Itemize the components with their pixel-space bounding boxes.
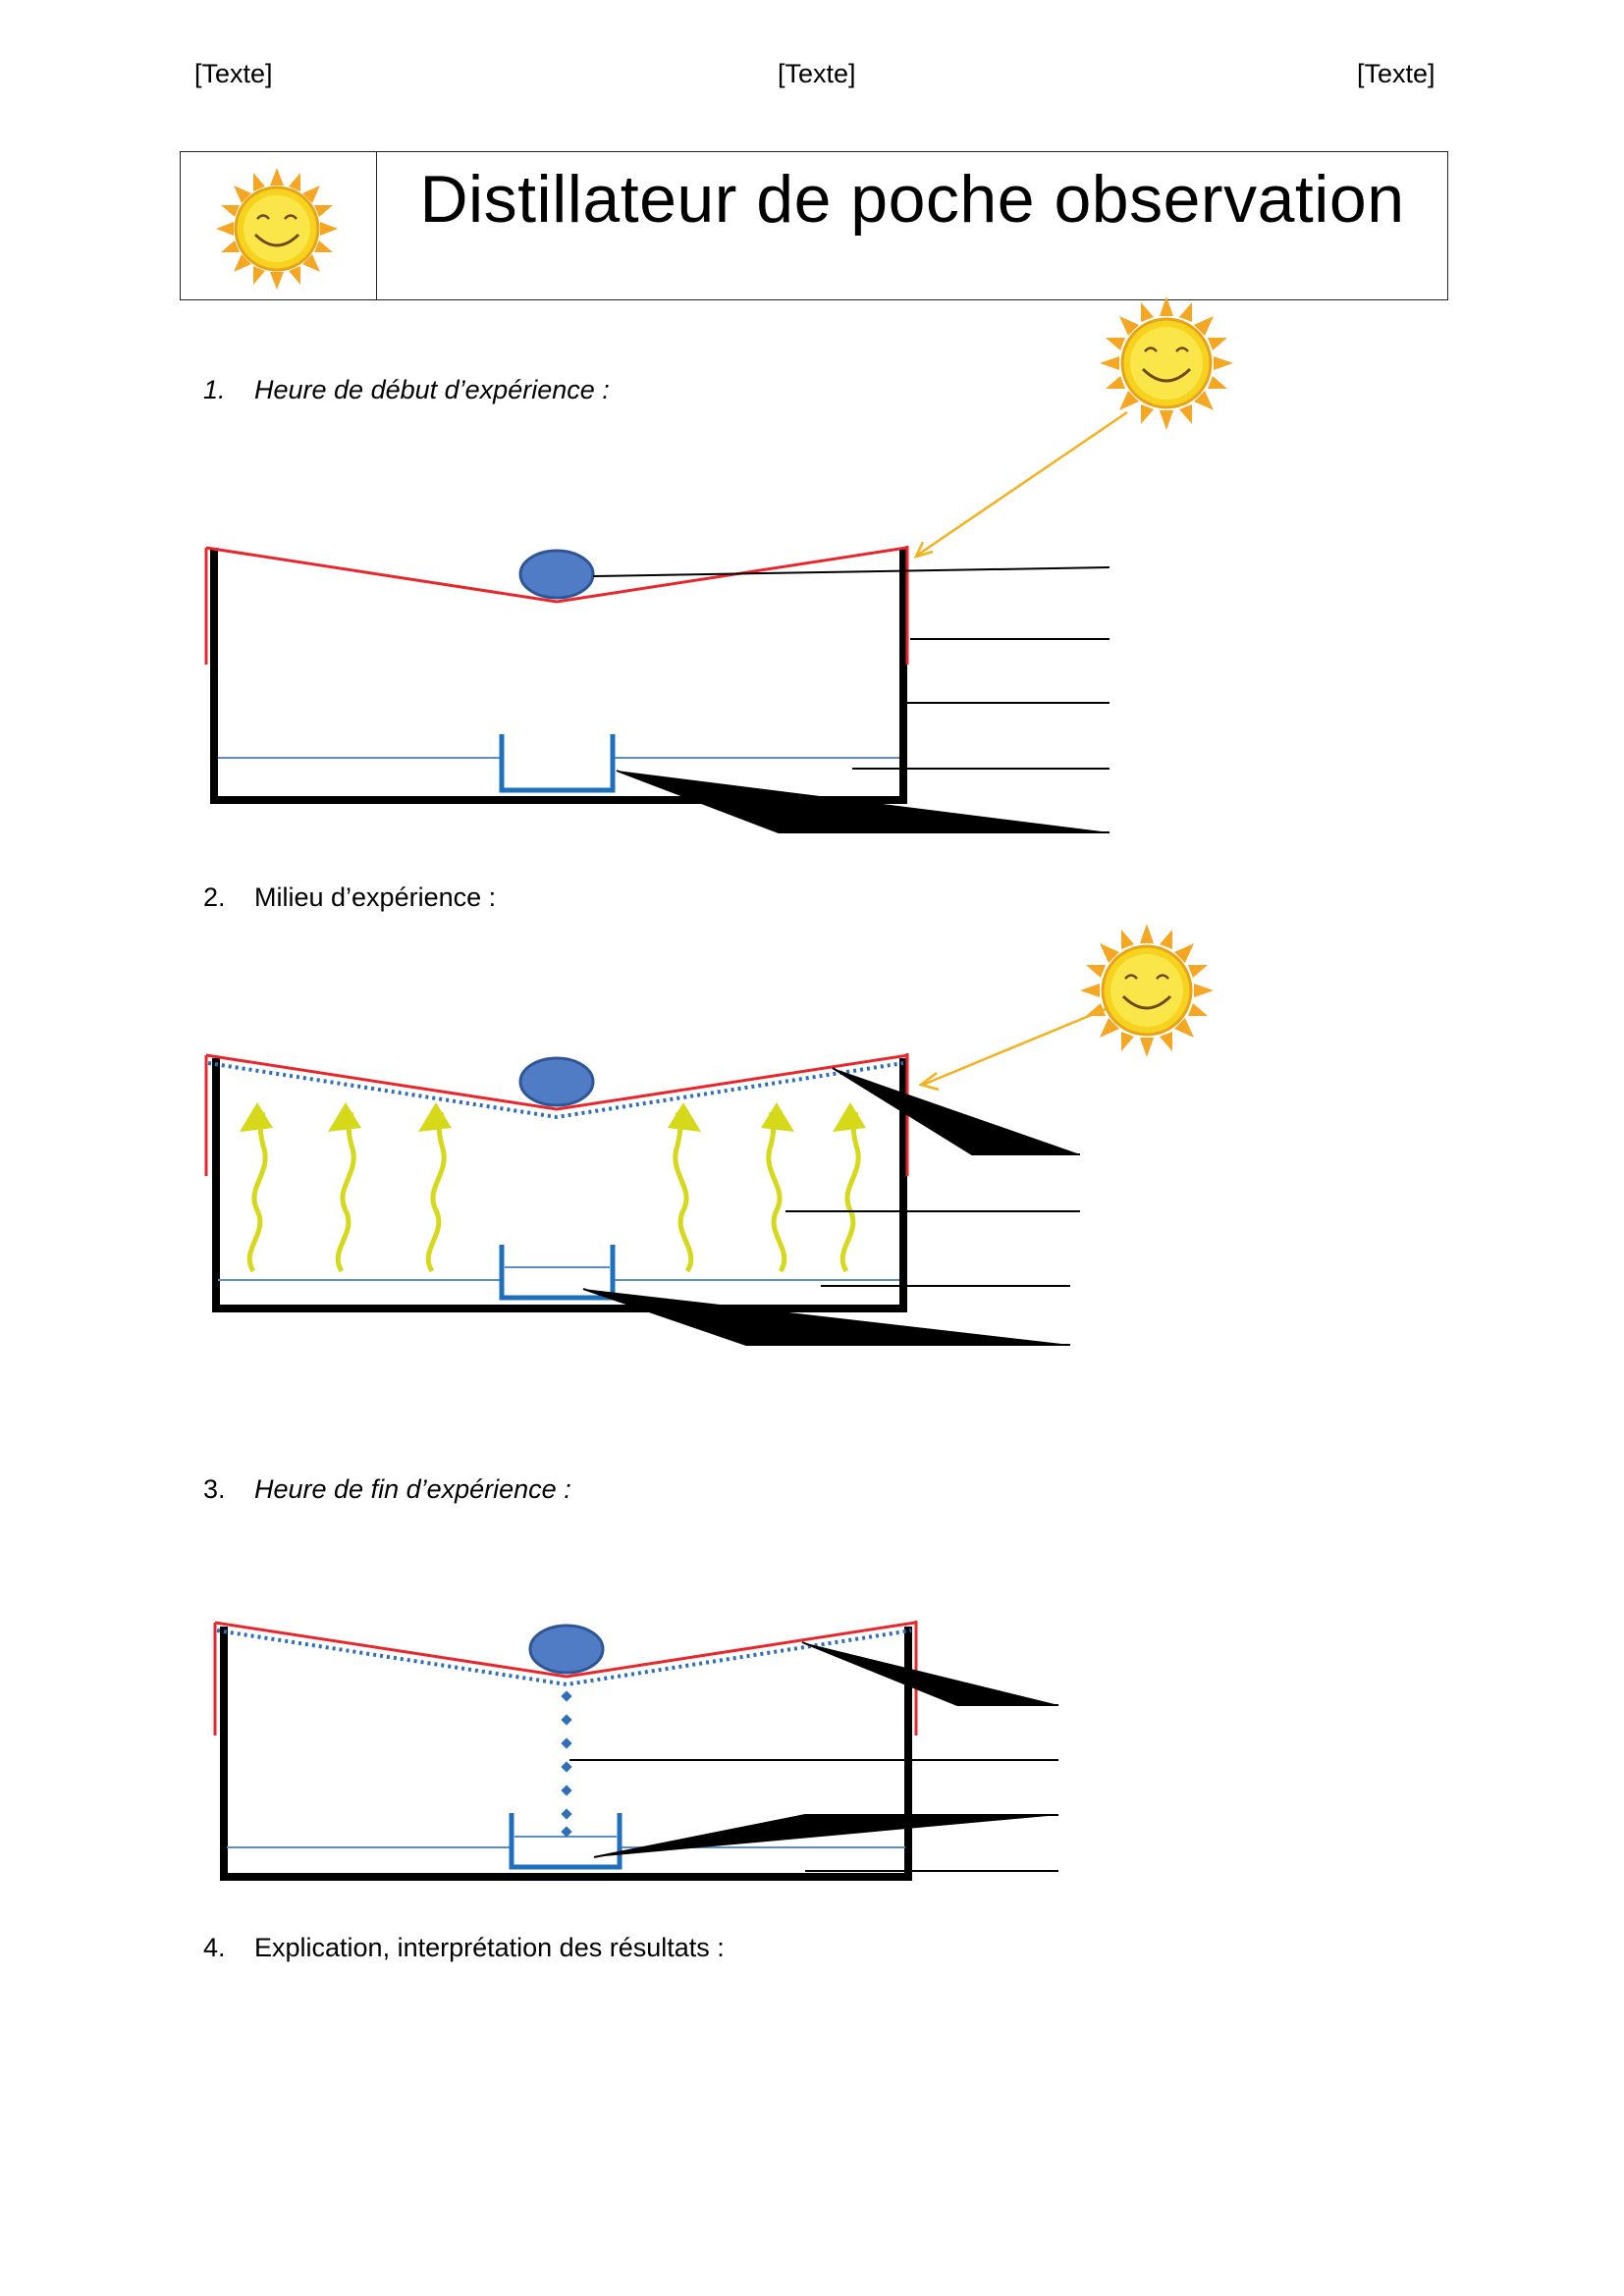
header-center: [Texte]	[778, 59, 856, 88]
cup	[499, 734, 616, 793]
condensation	[216, 1629, 912, 1687]
arrow-icon	[917, 410, 1128, 557]
diagram-1	[204, 294, 1235, 833]
question-4: 4.Explication, interprétation des résult…	[203, 1933, 725, 1962]
container	[210, 548, 907, 804]
plastic-film	[214, 1621, 916, 1679]
diagram-2	[204, 922, 1216, 1346]
title-cell: Distillateur de poche observation	[377, 152, 1447, 299]
question-2: 2.Milieu d’expérience :	[203, 882, 497, 912]
page-title: Distillateur de poche observation	[419, 162, 1405, 237]
container	[212, 1058, 907, 1312]
condensation	[207, 1061, 904, 1120]
stone-icon	[528, 1624, 605, 1675]
arrow-icon	[922, 1007, 1107, 1087]
question-3: 3.Heure de fin d’expérience :	[203, 1474, 571, 1504]
vapor-arrow-icon	[240, 1102, 273, 1271]
stone-icon	[518, 1056, 595, 1107]
water-drops	[561, 1690, 572, 1838]
plastic-film	[205, 1053, 909, 1111]
vapor-arrow-icon	[833, 1102, 866, 1271]
vapor-arrow-icon	[668, 1102, 701, 1271]
sun-icon	[1098, 294, 1235, 432]
vapor-arrow-icon	[328, 1102, 361, 1271]
question-1: 1.Heure de début d’expérience :	[203, 375, 610, 404]
title-box: Distillateur de poche observation	[180, 151, 1448, 300]
diagram-3	[213, 1621, 1058, 1881]
sun-icon	[216, 168, 338, 290]
logo-cell	[181, 152, 377, 299]
vapor-arrow-icon	[418, 1102, 452, 1271]
plastic-film	[205, 546, 907, 604]
cup	[509, 1813, 623, 1870]
cup	[499, 1245, 616, 1301]
stone-icon	[518, 549, 595, 600]
header-left: [Texte]	[194, 59, 273, 88]
vapor-arrow-icon	[761, 1102, 794, 1271]
header-right: [Texte]	[1357, 59, 1435, 88]
sun-icon	[1078, 922, 1216, 1059]
container	[220, 1627, 912, 1881]
